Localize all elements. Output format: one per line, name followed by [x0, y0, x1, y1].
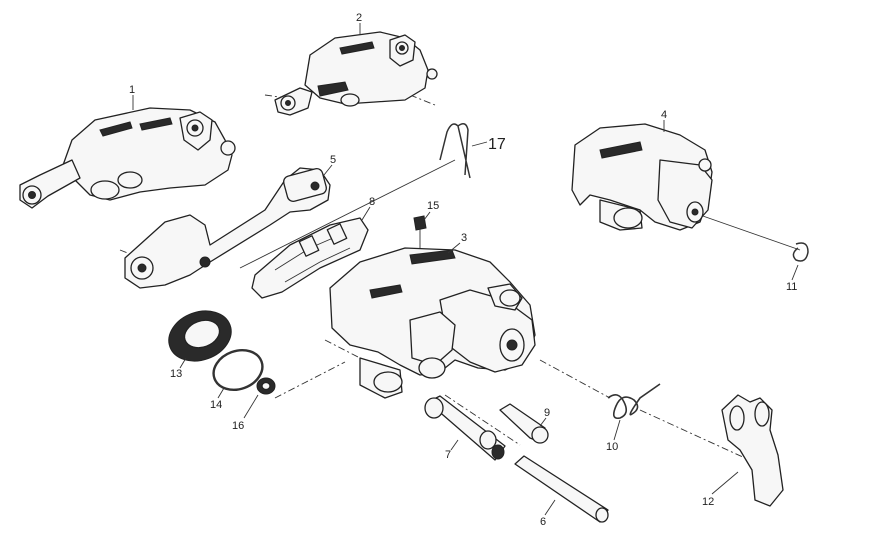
- callout-8: 8: [369, 196, 375, 208]
- part-17-spring-clip: [439, 123, 488, 179]
- callout-2: 2: [356, 12, 362, 24]
- callout-17: 17: [488, 136, 506, 153]
- part-3-main-caliper: [329, 247, 536, 399]
- callout-11: 11: [786, 281, 797, 293]
- part-2-caliper: [274, 31, 438, 116]
- callout-3: 3: [461, 232, 467, 244]
- callout-4: 4: [661, 109, 667, 121]
- part-7-pin: [424, 395, 506, 461]
- callout-9: 9: [544, 407, 550, 419]
- callout-10: 10: [606, 441, 618, 453]
- part-5-bracket: [124, 167, 331, 289]
- callout-5: 5: [330, 154, 336, 166]
- part-15-bleed-nipple: [413, 215, 427, 231]
- part-10-spring: [607, 383, 661, 420]
- callout-13: 13: [170, 368, 182, 380]
- part-16-small-ring: [256, 377, 276, 395]
- callout-15: 15: [427, 200, 439, 212]
- callout-16: 16: [232, 420, 244, 432]
- part-6-long-pin: [514, 455, 609, 523]
- part-8-brake-pad: [251, 217, 369, 299]
- part-9-bolt: [499, 403, 549, 444]
- callout-1: 1: [129, 84, 135, 96]
- part-1-caliper: [19, 107, 236, 209]
- part-13-seal: [168, 310, 232, 362]
- callout-14: 14: [210, 399, 222, 411]
- callout-7: 7: [445, 449, 451, 461]
- callout-12: 12: [702, 496, 714, 508]
- part-4-caliper: [571, 123, 713, 231]
- callout-6: 6: [540, 516, 546, 528]
- part-11-clip: [792, 242, 809, 262]
- callout-labels: 1 2 3 4 5 6 7 8 9 10 11 12 13 14 15 16 1…: [129, 12, 799, 528]
- part-14-ring: [212, 349, 264, 391]
- part-12-bracket-plate: [721, 394, 784, 507]
